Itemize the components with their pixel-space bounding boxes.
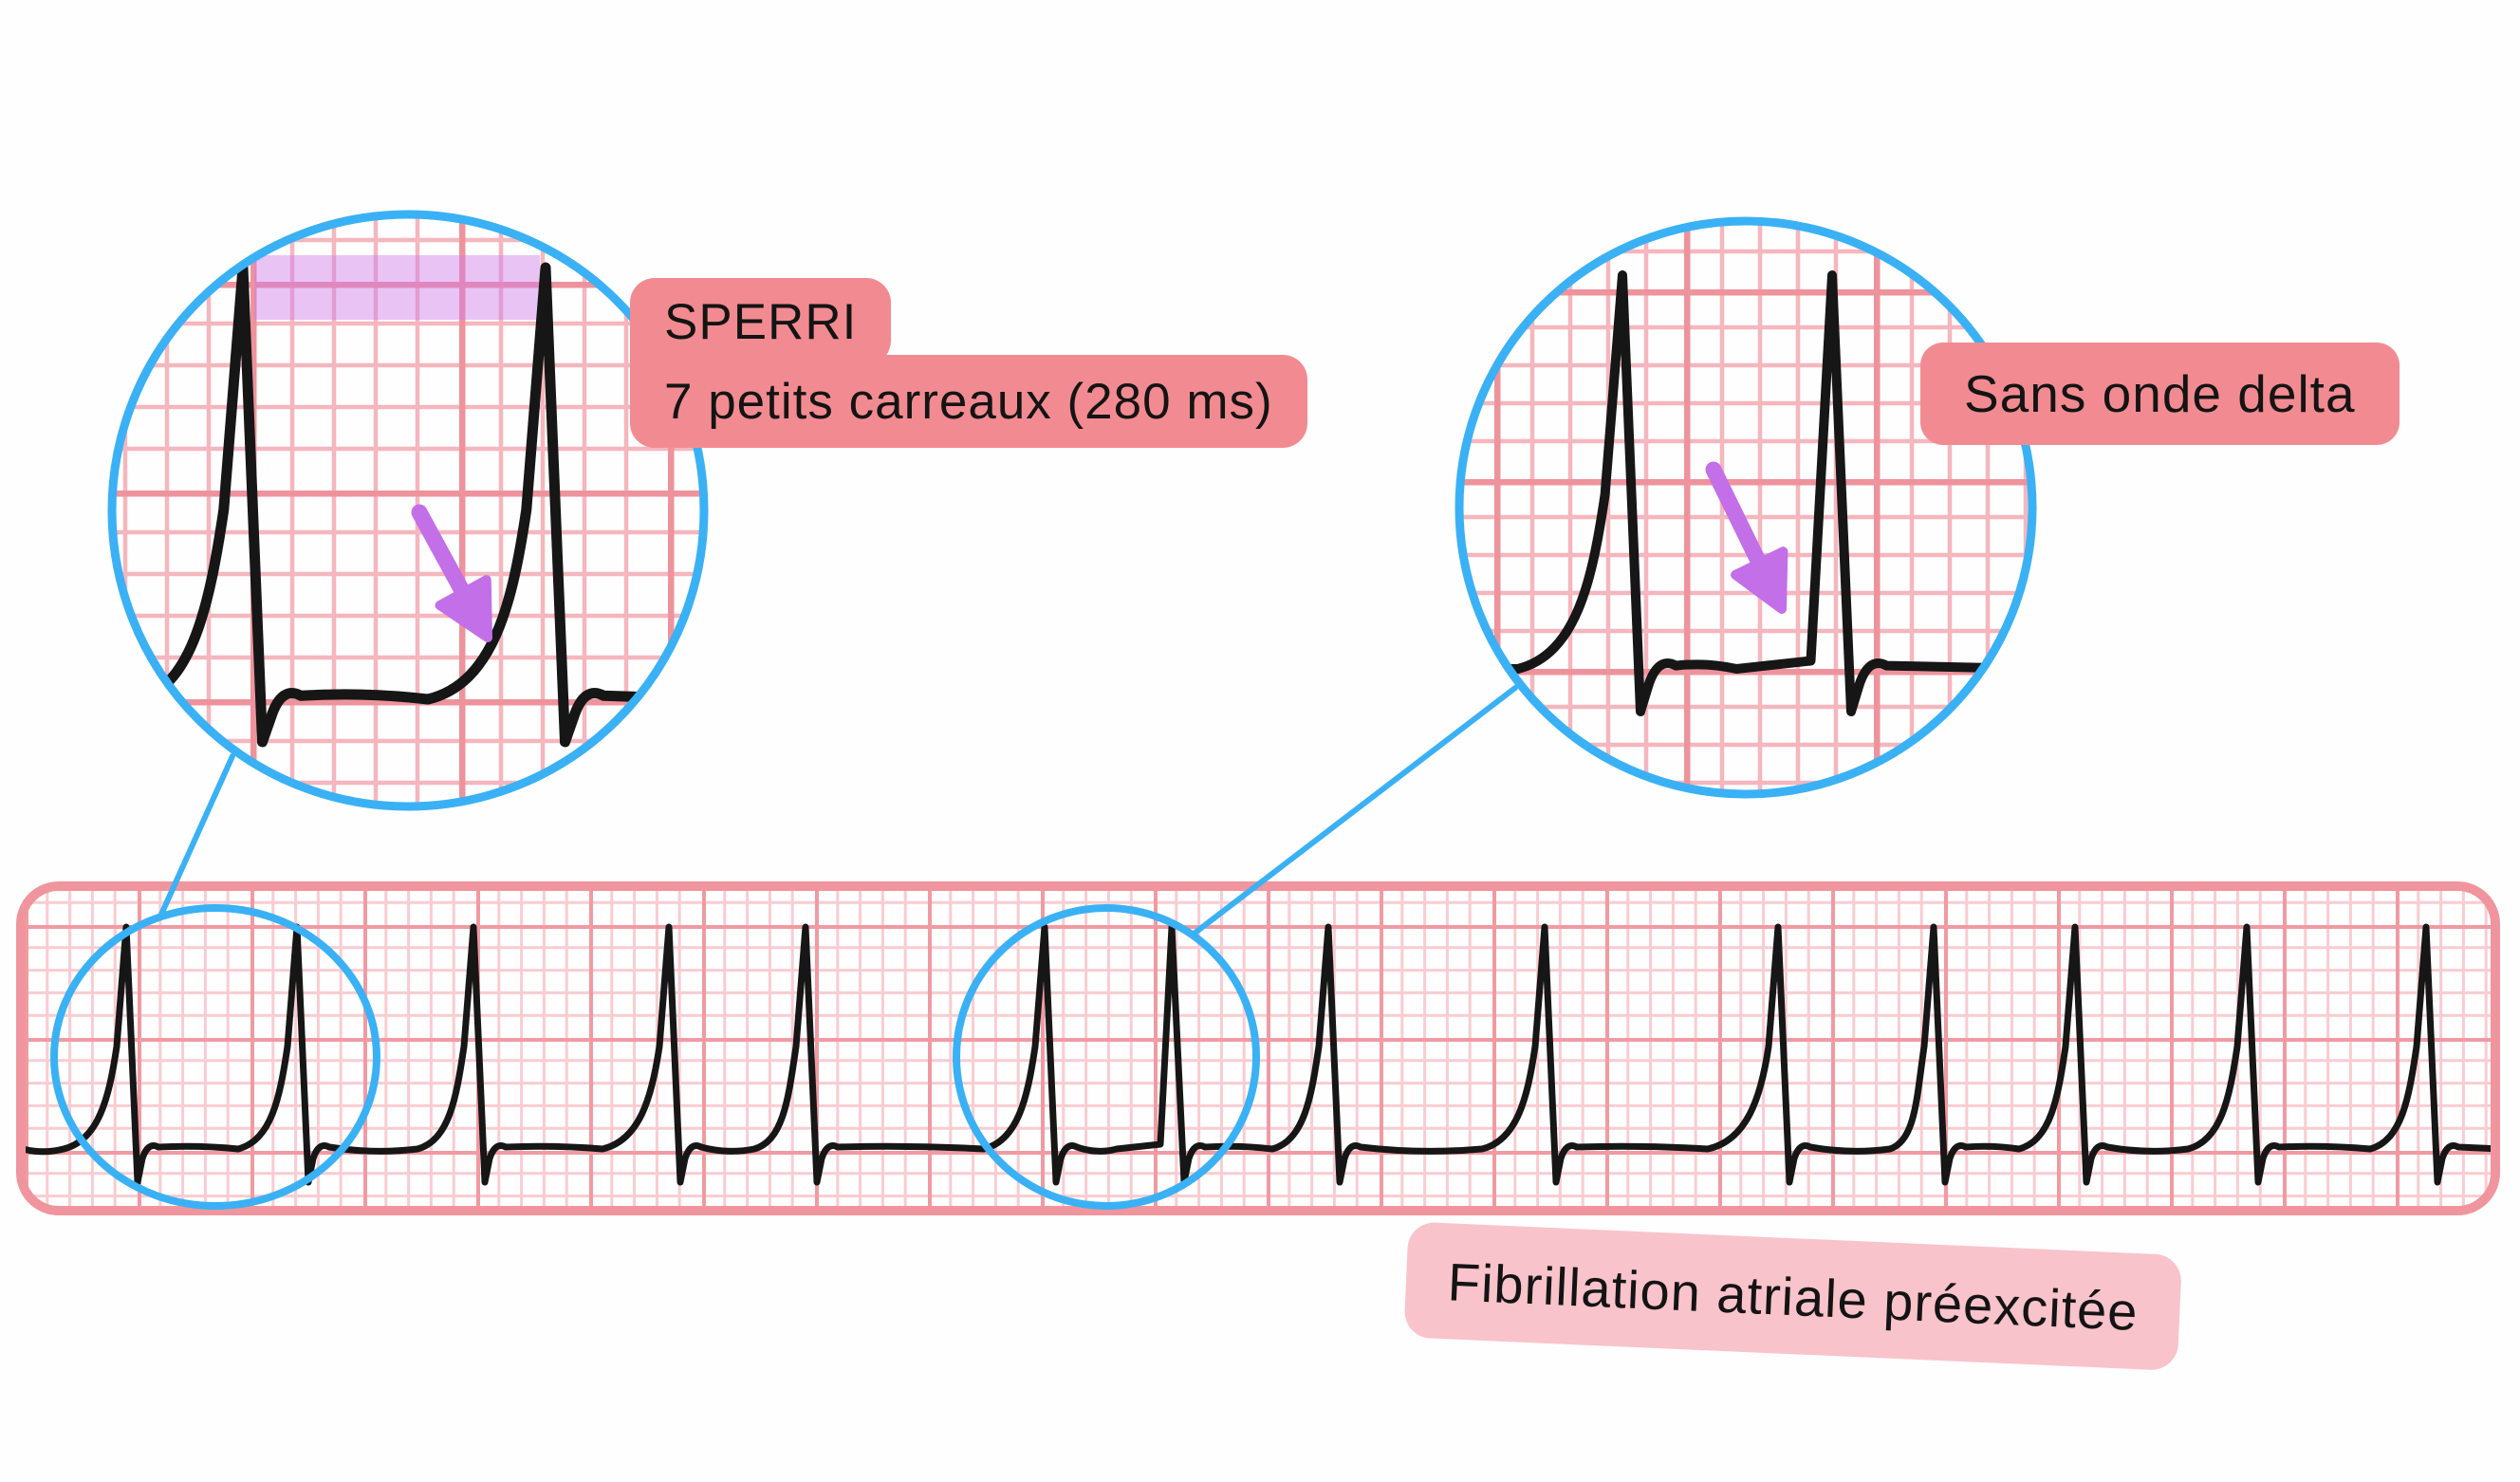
zoom-ring-right — [1455, 216, 2037, 799]
zoom-circle-right-sans-delta — [1455, 216, 2037, 799]
zoom-circle-left-sperri — [107, 210, 709, 811]
no-delta-arrow-right — [1705, 461, 1772, 581]
sperri-label-line1: SPERRI — [630, 278, 892, 365]
highlight-ellipse-beats-6-7 — [953, 904, 1260, 1210]
sperri-interval-band — [254, 255, 540, 320]
sans-onde-delta-label: Sans onde delta — [1920, 343, 2400, 445]
sperri-label-line2: 7 petits carreaux (280 ms) — [630, 355, 1307, 448]
highlight-ellipse-beats-1-2 — [50, 904, 380, 1210]
magnifier-connector-line-right — [1190, 685, 1518, 937]
zoom-right-millimeter-grid — [1459, 221, 2032, 794]
delta-wave-arrowhead-left — [435, 575, 492, 642]
ecg-trace-strip — [26, 923, 2491, 1186]
zoom-left-millimeter-grid — [112, 214, 704, 806]
zoom-ring-left — [107, 210, 709, 811]
no-delta-arrowhead-right — [1731, 546, 1788, 614]
magnifier-connector-line-left — [158, 753, 235, 919]
delta-wave-arrow-left — [411, 504, 476, 610]
